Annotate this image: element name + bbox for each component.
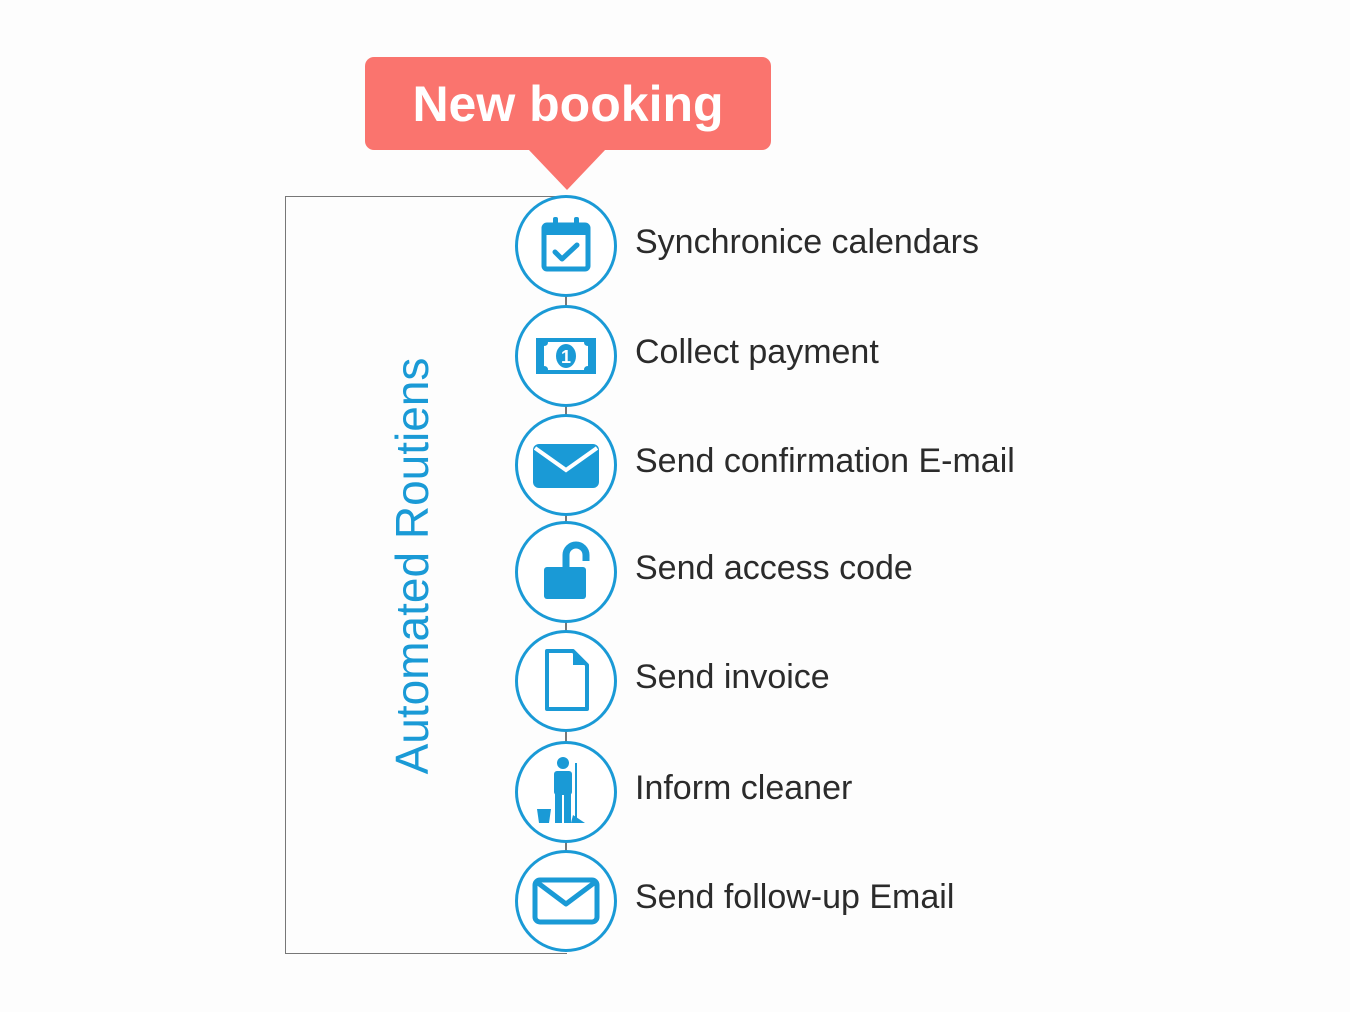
step-label: Send invoice xyxy=(635,658,830,696)
banner-pointer xyxy=(528,149,606,190)
group-bracket xyxy=(285,196,567,954)
svg-text:1: 1 xyxy=(561,347,571,367)
step-label: Collect payment xyxy=(635,333,879,371)
new-booking-label: New booking xyxy=(412,75,724,132)
step-label: Send access code xyxy=(635,549,913,587)
step-confirmation-email: Send confirmation E-mail xyxy=(515,414,1015,516)
step-send-invoice: Send invoice xyxy=(515,630,830,732)
step-collect-payment: 1 Collect payment xyxy=(515,305,879,407)
step-label: Inform cleaner xyxy=(635,769,853,807)
calendar-check-icon xyxy=(515,195,617,297)
step-inform-cleaner: Inform cleaner xyxy=(515,741,852,843)
document-icon xyxy=(515,630,617,732)
step-label: Send confirmation E-mail xyxy=(635,442,1015,480)
step-access-code: Send access code xyxy=(515,521,913,623)
unlocked-padlock-icon xyxy=(515,521,617,623)
new-booking-banner: New booking xyxy=(365,57,771,150)
banknote-icon: 1 xyxy=(515,305,617,407)
envelope-outline-icon xyxy=(515,850,617,952)
step-label: Send follow-up Email xyxy=(635,878,955,916)
cleaner-icon xyxy=(515,741,617,843)
group-label: Automated Routiens xyxy=(386,357,438,775)
step-follow-up-email: Send follow-up Email xyxy=(515,850,954,952)
step-label: Synchronice calendars xyxy=(635,223,979,261)
envelope-filled-icon xyxy=(515,414,617,516)
step-sync-calendars: Synchronice calendars xyxy=(515,195,979,297)
